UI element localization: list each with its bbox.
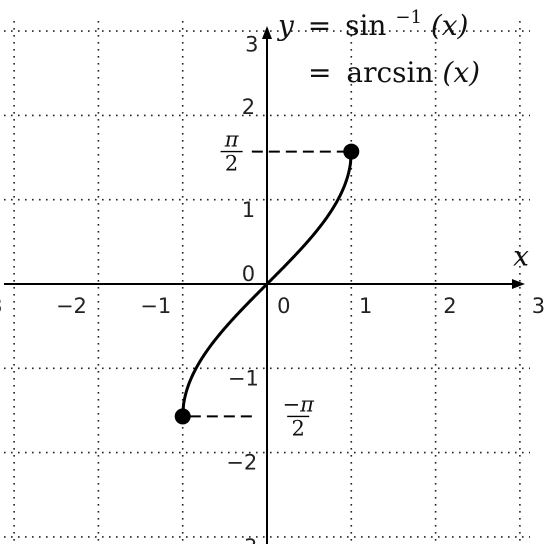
y-tick-label: −3 [226, 535, 257, 544]
equation-function-2: arcsin [346, 56, 433, 89]
y-annotation-fraction: π2 [220, 128, 243, 176]
fraction-denominator: 2 [225, 152, 238, 176]
equation-line-2: = arcsin (x) [308, 56, 480, 89]
guide-lines [182, 150, 352, 418]
y-tick-label: 3 [245, 33, 258, 57]
endpoint-marker [343, 143, 360, 160]
fraction-denominator: 2 [292, 416, 305, 440]
x-tick-label: 1 [359, 294, 372, 318]
x-tick-label: −2 [56, 294, 87, 318]
x-tick-label: −3 [0, 294, 3, 318]
y-annotation-fraction: −π2 [282, 392, 315, 440]
x-tick-label: 0 [277, 294, 290, 318]
fraction-numerator: −π [282, 392, 315, 416]
y-tick-label: −1 [228, 366, 259, 390]
annotations: π2−π2 [220, 128, 315, 440]
x-tick-label: 3 [532, 294, 545, 318]
x-axis-label: x [513, 239, 529, 272]
x-tick-label: 2 [443, 294, 456, 318]
x-tick-label: −1 [140, 294, 171, 318]
y-tick-label: 2 [242, 95, 255, 119]
equation-superscript: −1 [395, 7, 422, 28]
equation-function: sin [345, 9, 386, 42]
y-axis-arrow [262, 26, 272, 40]
y-tick-label: 1 [242, 198, 255, 222]
x-axis-arrow [511, 279, 525, 289]
equation-line-1: y = sin −1 (x) [276, 0, 468, 42]
equation-lhs: y [276, 9, 295, 42]
equation-argument: (x) [431, 9, 469, 42]
axes: x [3, 26, 529, 544]
y-tick-label: 0 [242, 262, 255, 286]
equation-argument-2: (x) [442, 56, 480, 89]
equation-equals: = [308, 9, 331, 42]
arcsin-curve [181, 151, 353, 417]
fraction-numerator: π [224, 128, 240, 152]
endpoint-marker [174, 408, 191, 425]
equation-equals-2: = [308, 56, 331, 89]
y-tick-label: −2 [226, 451, 257, 475]
plot-area [174, 143, 360, 425]
